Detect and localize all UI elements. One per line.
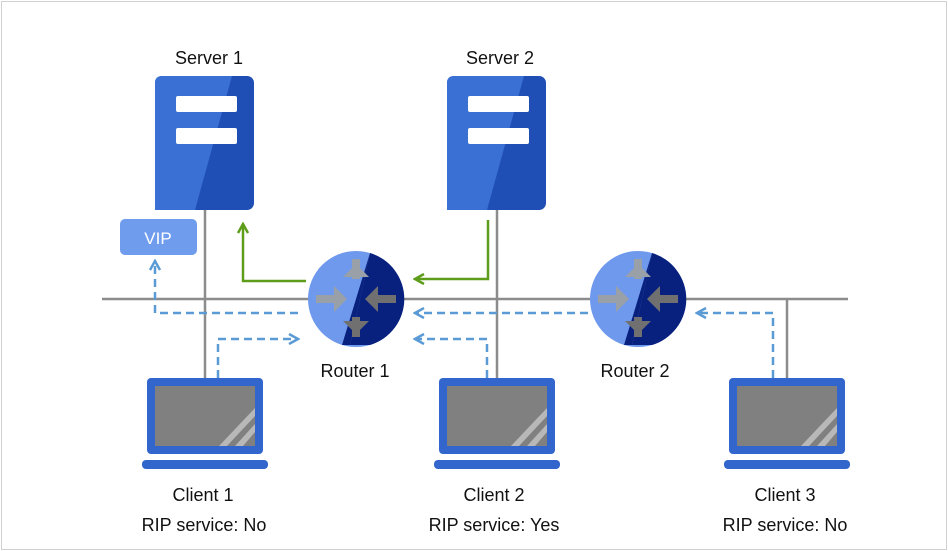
- router-1-arrows-icon: [316, 259, 396, 337]
- client-1-rip-status: RIP service: No: [142, 515, 267, 535]
- dashed-arrow-client2-to-router1: [416, 339, 489, 378]
- dashed-arrow-client1-to-router1: [216, 339, 297, 378]
- laptop-icon: [142, 378, 268, 469]
- client-2: Client 2 RIP service: Yes: [429, 378, 560, 535]
- client-2-rip-status: RIP service: Yes: [429, 515, 560, 535]
- router-2-label: Router 2: [600, 361, 669, 381]
- dashed-arrow-client3-to-router2: [698, 313, 775, 378]
- dashed-arrows: [155, 262, 775, 378]
- connector-lines: [203, 210, 789, 378]
- green-arrow-router1-to-server1: [243, 225, 306, 283]
- server-2-label: Server 2: [466, 48, 534, 68]
- router-1-label: Router 1: [320, 361, 389, 381]
- client-2-label: Client 2: [463, 485, 524, 505]
- router-1: Router 1: [308, 251, 405, 381]
- server-2: Server 2: [447, 48, 546, 210]
- laptop-icon: [434, 378, 560, 469]
- server-1: Server 1: [155, 48, 254, 210]
- vip-label: VIP: [144, 229, 171, 248]
- client-1: Client 1 RIP service: No: [142, 378, 268, 535]
- client-1-label: Client 1: [172, 485, 233, 505]
- client-3-rip-status: RIP service: No: [723, 515, 848, 535]
- client-3: Client 3 RIP service: No: [723, 378, 850, 535]
- vip-badge: VIP: [120, 219, 197, 255]
- router-2: Router 2: [590, 251, 687, 381]
- router-2-arrows-icon: [598, 259, 678, 337]
- dashed-arrow-router1-to-vip: [155, 262, 298, 315]
- green-arrow-server2-to-router1: [416, 220, 490, 279]
- server-1-label: Server 1: [175, 48, 243, 68]
- laptop-icon: [724, 378, 850, 469]
- client-3-label: Client 3: [754, 485, 815, 505]
